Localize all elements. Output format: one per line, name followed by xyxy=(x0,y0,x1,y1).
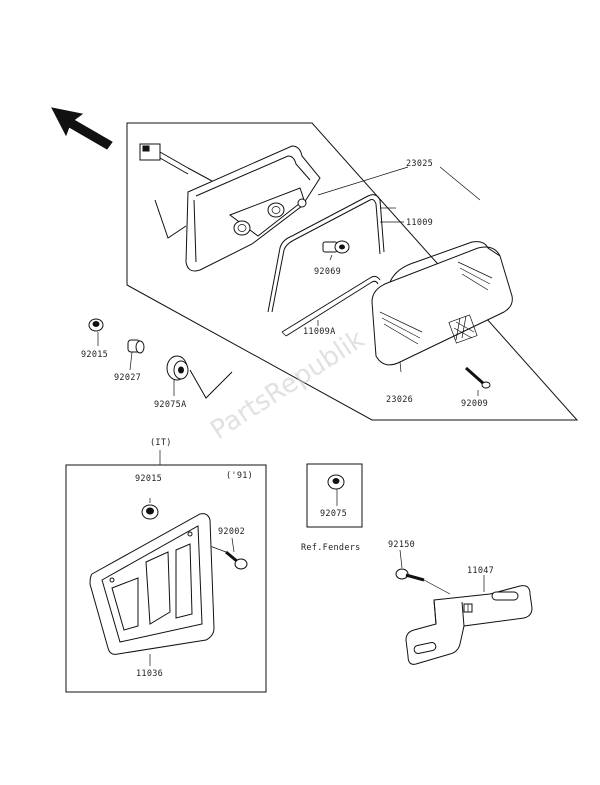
label-92075A: 92075A xyxy=(154,400,187,410)
nut-92015-a xyxy=(88,318,104,332)
taillight-assembly-frame xyxy=(126,122,579,421)
lens-grid xyxy=(448,314,478,344)
lens-23026 xyxy=(371,241,513,366)
label-92027: 92027 xyxy=(114,373,141,383)
spacer-92027 xyxy=(127,339,145,354)
label-11009: 11009 xyxy=(406,218,433,228)
gasket-11009 xyxy=(267,194,396,313)
label-92069: 92069 xyxy=(314,267,341,277)
label-11036: 11036 xyxy=(136,669,163,679)
label-variant-91: ('91) xyxy=(226,471,253,481)
bulb-92069 xyxy=(322,240,350,254)
label-92075: 92075 xyxy=(320,509,347,519)
label-92009: 92009 xyxy=(461,399,488,409)
grommet-92075 xyxy=(327,474,345,490)
license-plate-bracket-11036 xyxy=(89,513,215,666)
lamp-housing xyxy=(154,145,321,272)
label-92015-b: 92015 xyxy=(135,474,162,484)
label-11047: 11047 xyxy=(467,566,494,576)
gasket-11009A xyxy=(281,275,381,337)
connector-plug xyxy=(139,143,213,182)
label-variant-it: (IT) xyxy=(150,438,172,448)
label-23026: 23026 xyxy=(386,395,413,405)
direction-arrow-icon xyxy=(51,107,113,150)
label-92015-a: 92015 xyxy=(81,350,108,360)
screw-92009 xyxy=(465,366,491,389)
nut-92015-b xyxy=(141,498,159,520)
watermark-text: PartsRepublik xyxy=(205,324,370,445)
label-92150: 92150 xyxy=(388,540,415,550)
ref-fenders-box xyxy=(306,463,363,528)
label-11009A: 11009A xyxy=(303,327,336,337)
label-92002: 92002 xyxy=(218,527,245,537)
grommet-92075A xyxy=(166,355,233,399)
label-23025: 23025 xyxy=(406,159,433,169)
label-ref-fenders: Ref.Fenders xyxy=(301,543,361,553)
bracket-11047 xyxy=(405,585,533,665)
bolt-92150 xyxy=(395,568,451,595)
leader-lines xyxy=(97,166,485,592)
license-plate-box xyxy=(65,464,267,693)
